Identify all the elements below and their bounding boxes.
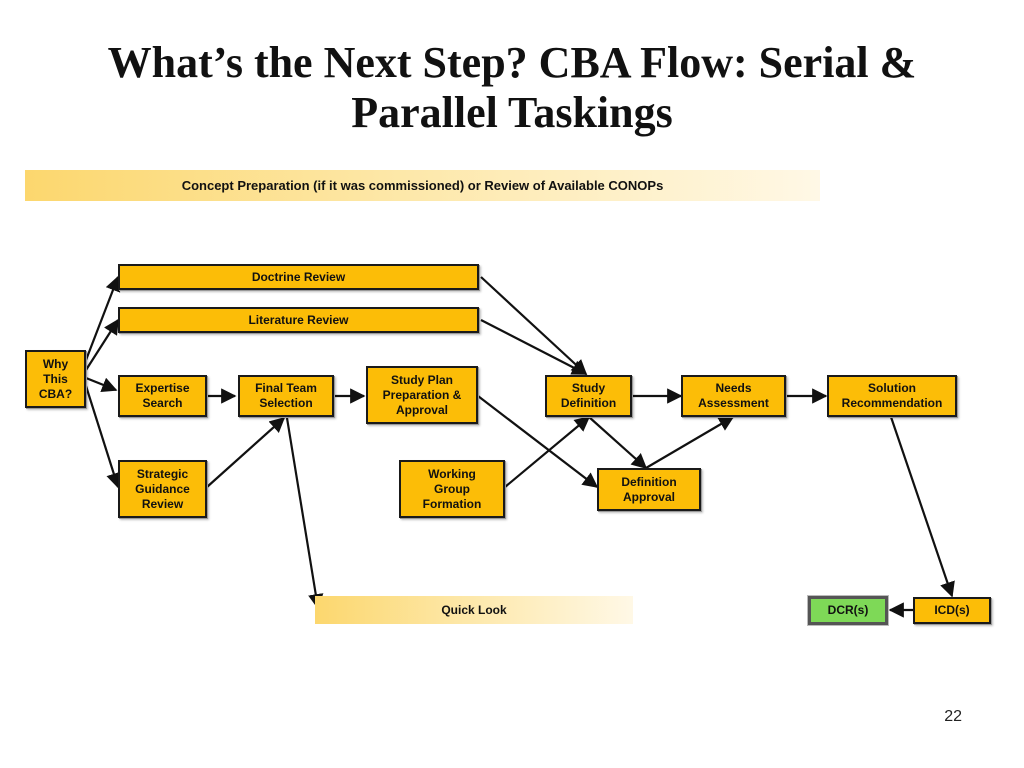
page-number: 22 bbox=[944, 708, 962, 725]
arrow-working-group-to-study-definition bbox=[504, 416, 591, 488]
arrow-definition-approval-to-needs bbox=[645, 416, 735, 469]
node-solution-recommendation: Solution Recommendation bbox=[827, 375, 957, 417]
node-final-team-selection: Final Team Selection bbox=[238, 375, 334, 417]
node-study-plan-approval: Study Plan Preparation & Approval bbox=[366, 366, 478, 424]
arrow-study-definition-to-definition-approval bbox=[588, 416, 648, 470]
node-doctrine-review: Doctrine Review bbox=[118, 264, 479, 290]
node-dcr: DCR(s) bbox=[808, 596, 888, 625]
arrow-why-to-strategic bbox=[84, 385, 122, 489]
concept-preparation-band: Concept Preparation (if it was commissio… bbox=[25, 170, 820, 201]
node-expertise-search: Expertise Search bbox=[118, 375, 207, 417]
node-study-definition: Study Definition bbox=[545, 375, 632, 417]
node-why-this-cba: Why This CBA? bbox=[25, 350, 86, 408]
quick-look-band: Quick Look bbox=[315, 596, 633, 624]
node-needs-assessment: Needs Assessment bbox=[681, 375, 786, 417]
node-definition-approval: Definition Approval bbox=[597, 468, 701, 511]
node-icd: ICD(s) bbox=[913, 597, 991, 624]
arrow-literature-to-study-definition bbox=[480, 319, 588, 375]
node-literature-review: Literature Review bbox=[118, 307, 479, 333]
arrow-solution-to-icd bbox=[889, 416, 955, 598]
arrow-strategic-to-final-team bbox=[206, 416, 286, 488]
arrow-why-to-expertise bbox=[85, 376, 118, 393]
arrow-doctrine-to-study-definition bbox=[480, 276, 588, 376]
arrow-study-plan-to-definition-approval bbox=[477, 395, 599, 488]
node-working-group-formation: Working Group Formation bbox=[399, 460, 505, 518]
node-strategic-guidance-review: Strategic Guidance Review bbox=[118, 460, 207, 518]
arrow-why-to-literature bbox=[85, 318, 119, 371]
arrow-why-to-doctrine bbox=[84, 275, 121, 361]
slide-title: What’s the Next Step? CBA Flow: Serial &… bbox=[107, 38, 917, 137]
arrow-final-team-to-quick-look bbox=[285, 417, 324, 610]
